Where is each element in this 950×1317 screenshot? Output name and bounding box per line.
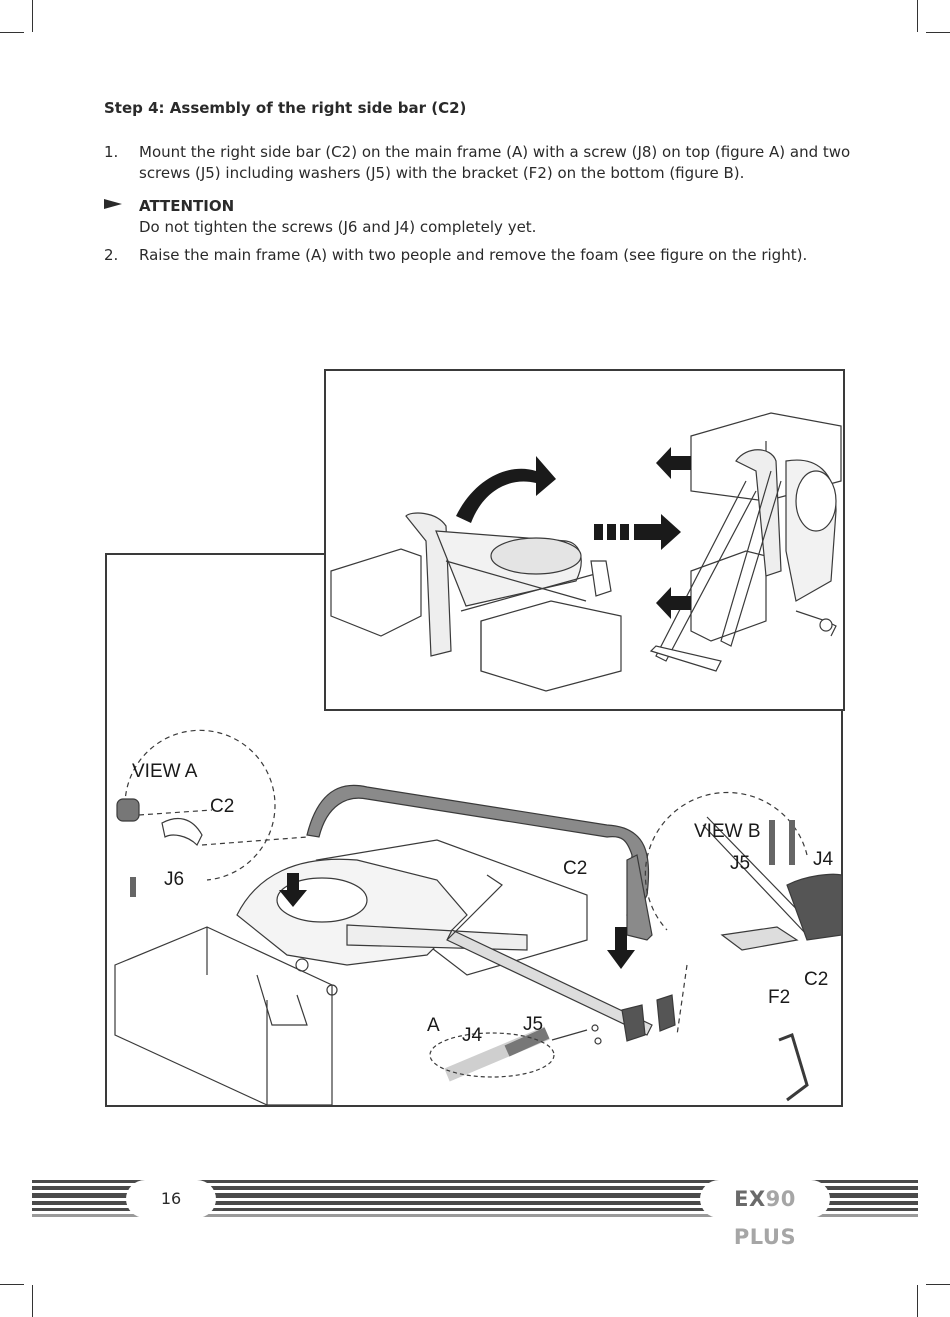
part-label-j4: J4 [813,849,834,870]
part-label-c2: C2 [804,969,829,990]
crop-mark [926,32,950,33]
part-label-j5: J5 [523,1014,544,1035]
instruction-number: 1. [104,143,119,161]
instruction-1: 1. Mount the right side bar (C2) on the … [104,142,864,184]
raise-frame-figure [324,369,845,711]
part-label-j4: J4 [462,1025,483,1046]
step-title: Assembly of the right side bar (C2) [169,99,467,117]
instruction-2: 2. Raise the main frame (A) with two peo… [104,245,864,266]
crop-mark [32,1285,33,1317]
view-a-label: VIEW A [132,761,198,782]
raise-frame-drawing [330,412,842,692]
crop-mark [917,1285,918,1317]
brand-logo: EX90 PLUS [700,1180,830,1249]
assembly-drawing [114,729,843,1106]
crop-mark [32,0,33,32]
attention-text: Do not tighten the screws (J6 and J4) co… [139,218,537,236]
play-arrow-icon [104,199,122,209]
part-label-c2: C2 [210,796,235,817]
part-label-j5: J5 [730,853,751,874]
crop-mark [0,32,24,33]
brand-part-1: EX [734,1187,766,1211]
view-b-label: VIEW B [694,821,761,842]
attention-heading: ATTENTION [139,197,235,215]
instruction-number: 2. [104,246,119,264]
crop-mark [0,1284,24,1285]
page-number: 16 [126,1180,216,1218]
attention-note: ATTENTION Do not tighten the screws (J6 … [104,196,864,238]
part-label-j6: J6 [164,869,185,890]
crop-mark [926,1284,950,1285]
instruction-text: Raise the main frame (A) with two people… [139,246,808,264]
instruction-text: Mount the right side bar (C2) on the mai… [139,143,851,182]
footer-stripes [32,1180,918,1217]
part-label-f2: F2 [768,987,791,1008]
brand-part-2: 90 PLUS [733,1187,797,1249]
part-label-a: A [427,1015,440,1036]
step-heading: Step 4: Assembly of the right side bar (… [104,99,466,117]
step-prefix: Step 4: [104,99,165,117]
part-label-c2: C2 [563,858,588,879]
crop-mark [917,0,918,32]
